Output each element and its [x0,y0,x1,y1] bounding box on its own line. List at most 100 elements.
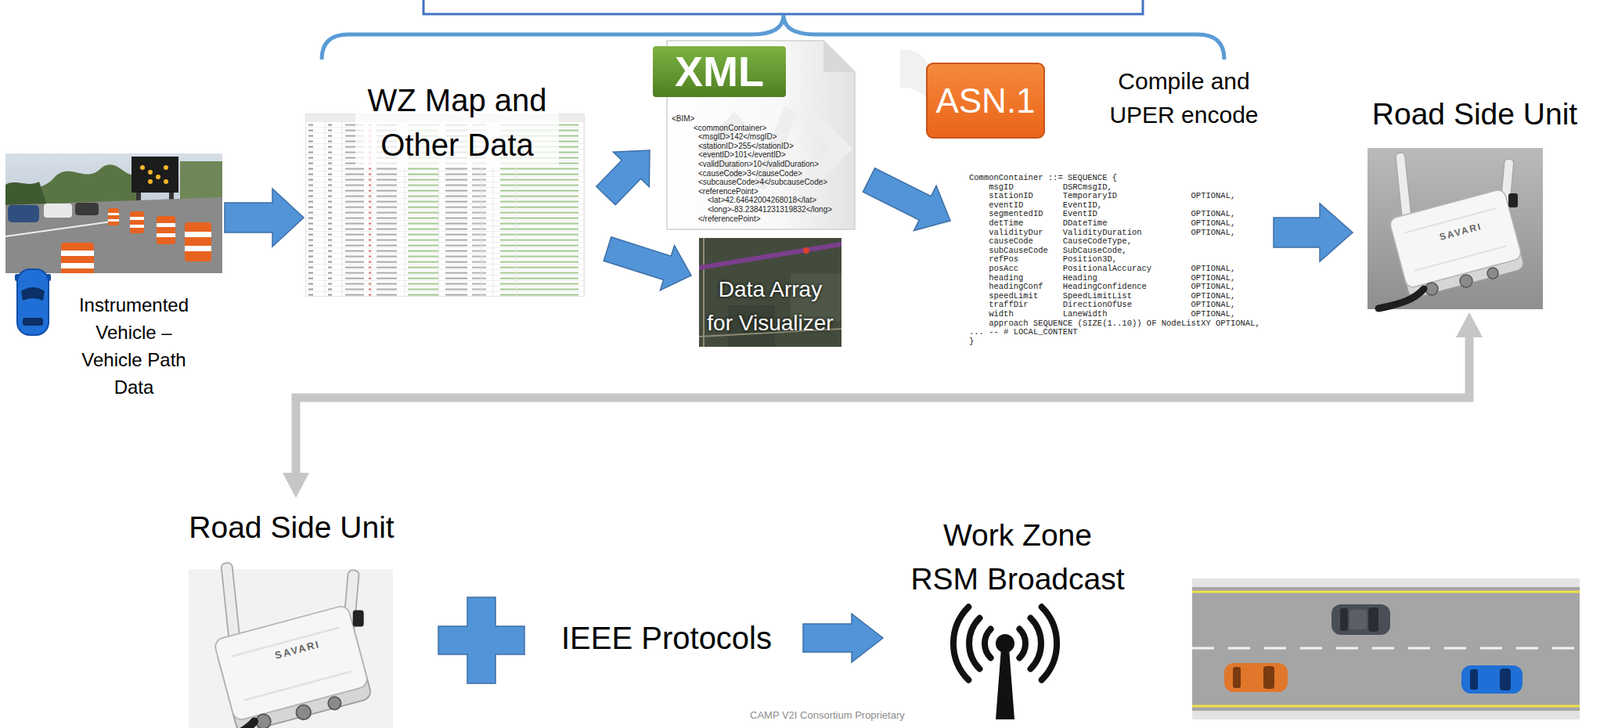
text-slot: width LaneWidth OPTIONAL, [969,309,1265,320]
code-line: validityDur ValidityDuration OPTIONAL, [969,228,1265,238]
work-zone-photo [140,165,169,184]
work-zone-photo [156,223,176,228]
device-logo: SAVARI [273,637,321,662]
xml-line: <msgID>142</msgID> [698,132,854,142]
road-scene [1499,668,1511,691]
xml-line: <referencePoint> [698,187,854,197]
block-arrow-shape [1273,203,1353,262]
text-slot: <subcauseCode>4</subcauseCode> [698,177,854,188]
code-line: stationID TemporaryID OPTIONAL, [969,191,1265,202]
node-heading: Road Side Unit [1360,95,1590,134]
text-slot: SAVARI [1437,220,1483,243]
map-image [699,237,842,347]
spreadsheet-node: WZ Map and Other Data [306,78,584,296]
text-slot: CAMP V2I Consortium Proprietary [749,709,954,722]
code-line: ... -- # LOCAL_CONTENT [969,327,1265,338]
text-slot: eventID EventID, [969,201,1265,211]
connector-line [295,335,1470,475]
node-heading: Road Side Unit [176,508,408,547]
antenna-symbol [1041,606,1057,680]
text-slot: speedLimit SpeedLimitList OPTIONAL, [969,291,1265,302]
road-scene [1192,647,1580,650]
footer-note: CAMP V2I Consortium Proprietary [749,709,954,722]
rsu-device: Road Side Unit [1360,93,1590,310]
rsu-photo-top [1378,152,1525,309]
device-logo: SAVARI [1437,220,1483,243]
block-arrow-shape [596,150,650,206]
xml-line: <commonContainer> [693,123,854,134]
text-slot: causeCode CauseCodeType, [969,237,1265,247]
block-arrow [1273,203,1353,262]
map-image [699,237,842,347]
xml-line: <eventID>101</eventID> [698,150,854,160]
work-zone-photo [147,169,153,175]
text-slot: ... -- # LOCAL_CONTENT [969,327,1265,338]
photo-node: Instrumented Vehicle – Vehicle Path Data [5,153,223,403]
work-zone-photo [140,165,145,170]
work-zone-photo [108,219,119,222]
text-slot: Road Side Unit [176,508,408,547]
work-zone-photo [163,165,169,170]
code-line: heading Heading OPTIONAL, [969,273,1265,284]
road-scene [1461,665,1523,694]
road-scene [1192,578,1580,720]
text-slot: Instrumented Vehicle – Vehicle Path Data [66,291,202,401]
text-slot: traffDir DirectionOfUse OPTIONAL, [969,300,1265,310]
xml-line: <lat>42.64642004268018</lat> [707,195,854,206]
code-line: detTime DDateTime OPTIONAL, [969,219,1265,229]
text-slot: <commonContainer> [693,123,854,134]
rsu-photo-bottom [201,562,372,728]
antenna-symbol [969,618,980,670]
text-slot: approach SEQUENCE (SIZE(1..10)) OF NodeL… [969,319,1265,329]
code-line: causeCode CauseCodeType, [969,237,1265,247]
antenna-symbol [1030,618,1042,670]
xml-document: XML<BIM><commonContainer><msgID>142</msg… [652,40,855,230]
plus-sign [438,597,525,684]
work-zone-photo [163,179,169,184]
asn1-icon [926,63,1045,138]
text-slot: Road Side Unit [1360,95,1590,134]
code-line: refPos Position3D, [969,255,1265,265]
text-slot: } [969,337,1265,347]
instrumented-car-icon [17,269,49,336]
xml-line: <long>-83.23841231319832</long> [707,205,854,215]
code-line: width LaneWidth OPTIONAL, [969,309,1265,320]
block-arrow [803,613,883,663]
node-heading: Work Zone RSM Broadcast [906,513,1129,602]
text-slot: <msgID>142</msgID> [698,132,854,142]
road-scene [1349,609,1367,630]
xml-line: <BIM> [671,114,854,124]
antenna-symbol [953,606,969,680]
top-box-edge [423,0,1143,15]
text-slot: headingConf HeadingConfidence OPTIONAL, [969,282,1265,292]
road-scene [1331,604,1391,635]
text-slot: <long>-83.23841231319832</long> [707,205,854,215]
xml-document-icon [823,40,855,73]
instrumented-car-icon [14,269,51,336]
broadcast-antenna: Work Zone RSM Broadcast [892,512,1143,723]
text-slot: IEEE Protocols [561,618,797,658]
xml-line: <subcauseCode>4</subcauseCode> [698,177,854,188]
text-slot: Work Zone RSM Broadcast [906,513,1129,602]
text-slot: heading Heading OPTIONAL, [969,273,1265,284]
map-image [699,244,842,268]
block-arrow [862,168,951,231]
antenna-symbol [984,629,991,659]
block-arrow-shape [224,188,304,247]
image-caption: Data Array for Visualizer [706,272,835,340]
road-scene [1340,608,1348,631]
xml-line: <causeCode>3</causeCode> [698,169,854,179]
work-zone-photo [5,164,137,206]
work-zone-photo [184,222,212,262]
text-slot: <eventID>101</eventID> [698,150,854,160]
rsu-device: Road Side Unit [176,504,408,728]
code-line: posAcc PositionalAccuracy OPTIONAL, [969,264,1265,274]
antenna-symbol [953,606,1057,680]
work-zone-photo [129,211,145,234]
code-line: traffDir DirectionOfUse OPTIONAL, [969,300,1265,310]
text-slot: stationID TemporaryID OPTIONAL, [969,191,1265,202]
work-zone-photo [129,224,145,228]
road-scene [1224,663,1288,692]
text-slot: segmentedID EventID OPTIONAL, [969,209,1265,220]
